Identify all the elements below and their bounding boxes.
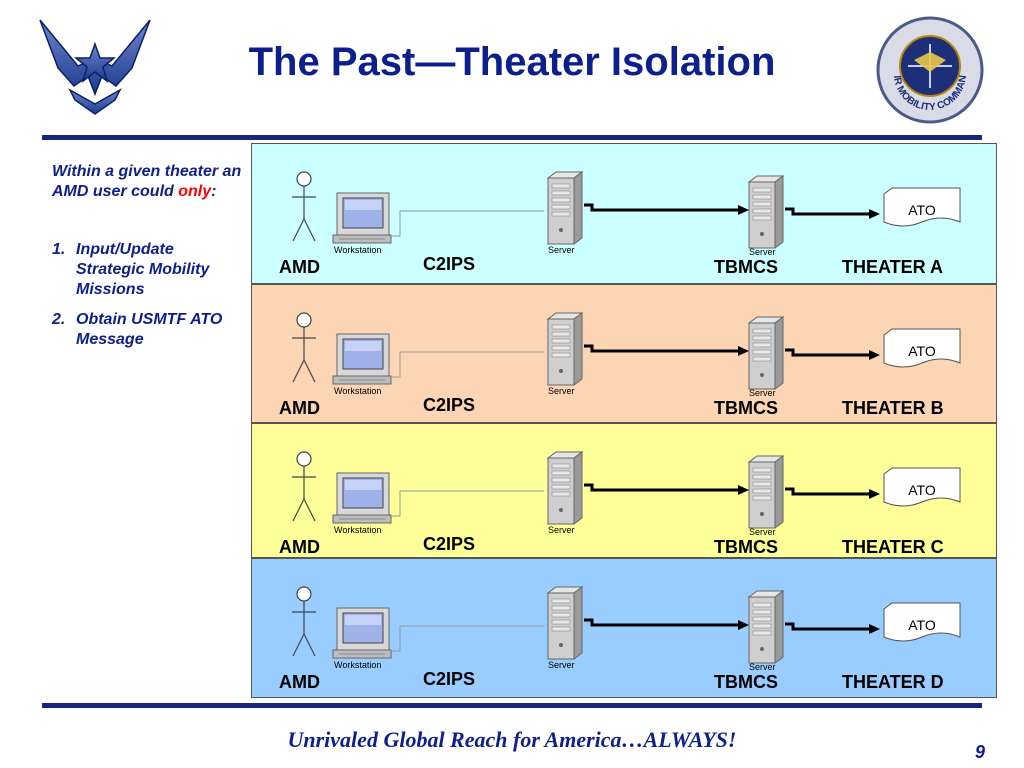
ato-label: ATO — [908, 617, 936, 633]
amd-label: AMD — [279, 257, 320, 277]
workstation-label: Workstation — [334, 386, 381, 396]
data-flow-arrow — [584, 483, 738, 492]
bottom-divider — [42, 703, 982, 708]
list-text: Obtain USMTF ATO Message — [76, 311, 223, 348]
c2ips-server-icon — [546, 451, 584, 525]
list-item: 2. Obtain USMTF ATO Message — [52, 310, 242, 350]
amd-label: AMD — [279, 672, 320, 692]
workstation-icon — [332, 333, 392, 385]
list-number: 2. — [52, 311, 66, 328]
c2ips-label: C2IPS — [423, 669, 475, 689]
user-stick-figure-icon — [292, 451, 316, 522]
amd-label: AMD — [279, 398, 320, 418]
network-link — [392, 490, 544, 517]
user-stick-figure-icon — [292, 171, 316, 242]
list-item: 1. Input/Update Strategic Mobility Missi… — [52, 240, 242, 300]
workstation-icon — [332, 192, 392, 244]
tbmcs-label: TBMCS — [714, 672, 778, 692]
data-flow-arrow — [785, 207, 869, 216]
workstation-icon — [332, 472, 392, 524]
tbmcs-server-label: Server — [749, 662, 776, 672]
network-link — [392, 351, 544, 378]
theater-panel: Workstation Server Server ATO AMD C2IPS TBMCS T… — [251, 558, 997, 698]
tbmcs-label: TBMCS — [714, 398, 778, 418]
c2ips-server-icon — [546, 586, 584, 660]
theater-name-label: THEATER D — [842, 672, 944, 692]
tbmcs-label: TBMCS — [714, 537, 778, 557]
capability-list: 1. Input/Update Strategic Mobility Missi… — [52, 240, 242, 360]
tbmcs-server-icon — [747, 175, 785, 249]
ato-label: ATO — [908, 343, 936, 359]
intro-suffix: : — [211, 183, 217, 200]
tbmcs-server-icon — [747, 590, 785, 664]
page-number: 9 — [975, 742, 986, 762]
intro-text: Within a given theater an AMD user could… — [52, 162, 242, 202]
intro-prefix: Within a given theater an AMD user could — [52, 163, 242, 200]
ato-document-icon — [883, 328, 961, 368]
intro-emphasis: only — [178, 183, 212, 200]
c2ips-server-label: Server — [548, 245, 575, 255]
c2ips-server-label: Server — [548, 525, 575, 535]
c2ips-server-label: Server — [548, 386, 575, 396]
theater-name-label: THEATER C — [842, 537, 944, 557]
user-stick-figure-icon — [292, 312, 316, 383]
data-flow-arrow — [785, 622, 869, 631]
list-text: Input/Update Strategic Mobility Missions — [76, 241, 210, 298]
data-flow-arrow — [584, 618, 738, 627]
c2ips-label: C2IPS — [423, 395, 475, 415]
footer-slogan: Unrivaled Global Reach for America…ALWAY… — [287, 727, 737, 752]
c2ips-server-icon — [546, 171, 584, 245]
theater-panel: Workstation Server Server ATO AMD C2IPS TBMCS T… — [251, 284, 997, 423]
theater-panel: Workstation Server Server ATO AMD C2IPS TBMCS T… — [251, 423, 997, 558]
air-force-wings-icon — [36, 14, 154, 118]
workstation-icon — [332, 607, 392, 659]
theater-panel: Workstation Server Server ATO AMD C2IPS TBMCS T… — [251, 143, 997, 284]
workstation-label: Workstation — [334, 245, 381, 255]
c2ips-label: C2IPS — [423, 534, 475, 554]
tbmcs-label: TBMCS — [714, 257, 778, 277]
network-link — [392, 625, 544, 652]
network-link — [392, 210, 544, 237]
c2ips-server-label: Server — [548, 660, 575, 670]
workstation-label: Workstation — [334, 660, 381, 670]
theater-name-label: THEATER B — [842, 398, 944, 418]
tbmcs-server-label: Server — [749, 388, 776, 398]
ato-label: ATO — [908, 482, 936, 498]
tbmcs-server-label: Server — [749, 527, 776, 537]
amd-label: AMD — [279, 537, 320, 557]
theater-name-label: THEATER A — [842, 257, 943, 277]
data-flow-arrow — [584, 203, 738, 212]
air-mobility-command-seal-icon: AIR MOBILITY COMMAND — [870, 6, 986, 126]
c2ips-label: C2IPS — [423, 254, 475, 274]
user-stick-figure-icon — [292, 586, 316, 657]
list-number: 1. — [52, 241, 66, 258]
tbmcs-server-icon — [747, 455, 785, 529]
top-divider — [42, 135, 982, 140]
slide-title: The Past—Theater Isolation — [248, 40, 776, 84]
tbmcs-server-icon — [747, 316, 785, 390]
ato-label: ATO — [908, 202, 936, 218]
ato-document-icon — [883, 467, 961, 507]
data-flow-arrow — [785, 487, 869, 496]
tbmcs-server-label: Server — [749, 247, 776, 257]
c2ips-server-icon — [546, 312, 584, 386]
ato-document-icon — [883, 187, 961, 227]
ato-document-icon — [883, 602, 961, 642]
workstation-label: Workstation — [334, 525, 381, 535]
data-flow-arrow — [785, 348, 869, 357]
data-flow-arrow — [584, 344, 738, 353]
